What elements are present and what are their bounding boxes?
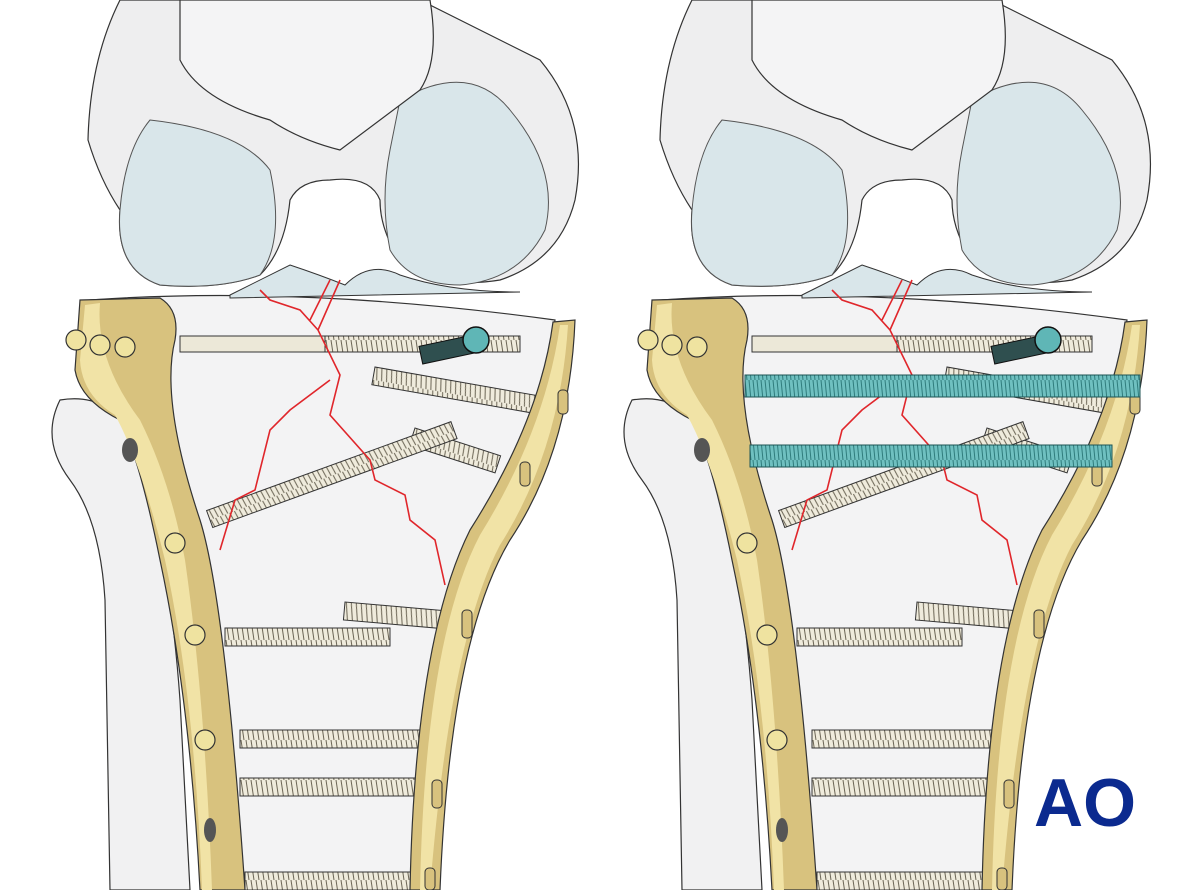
locking-screw-head-icon — [1034, 326, 1062, 354]
panel-before — [51, 0, 580, 890]
tibial-spine — [801, 264, 1093, 299]
medial-plate-highlight — [80, 303, 212, 890]
plate-hole — [122, 438, 138, 462]
femoral-condyle-medial — [119, 119, 277, 287]
patella-shadow — [751, 0, 1006, 151]
plate-hole — [204, 818, 216, 842]
femoral-condyle-lateral — [956, 81, 1121, 286]
lateral-plate-highlight — [420, 325, 568, 890]
screw-5 — [224, 627, 391, 647]
screw-8 — [816, 871, 998, 890]
plate-hole — [776, 818, 788, 842]
screw-6 — [811, 729, 993, 749]
screw-shaft — [179, 335, 326, 353]
ao-logo: AO — [1034, 765, 1136, 841]
medial-plate-highlight — [652, 303, 784, 890]
femoral-condyle-lateral — [384, 81, 549, 286]
plate-screw-heads — [637, 329, 788, 751]
screw-7 — [811, 777, 993, 797]
bolts — [744, 374, 1141, 468]
screw-5 — [796, 627, 963, 647]
patella-shadow — [179, 0, 434, 151]
screw-7 — [239, 777, 421, 797]
fracture-line — [219, 279, 446, 586]
tibial-spine — [229, 264, 521, 299]
plate-hole — [694, 438, 710, 462]
screw-6 — [239, 729, 421, 749]
screw-shaft — [751, 335, 898, 353]
ao-logo-text: AO — [1034, 765, 1136, 841]
lateral-screw-heads — [424, 389, 569, 890]
plate-screw-heads — [65, 329, 216, 751]
femoral-condyle-medial — [691, 119, 849, 287]
locking-screw-head-icon — [462, 326, 490, 354]
screw-8 — [244, 871, 426, 890]
bolt-lower — [749, 444, 1113, 468]
screw-oblique — [205, 421, 458, 529]
bolt-upper — [744, 374, 1141, 398]
